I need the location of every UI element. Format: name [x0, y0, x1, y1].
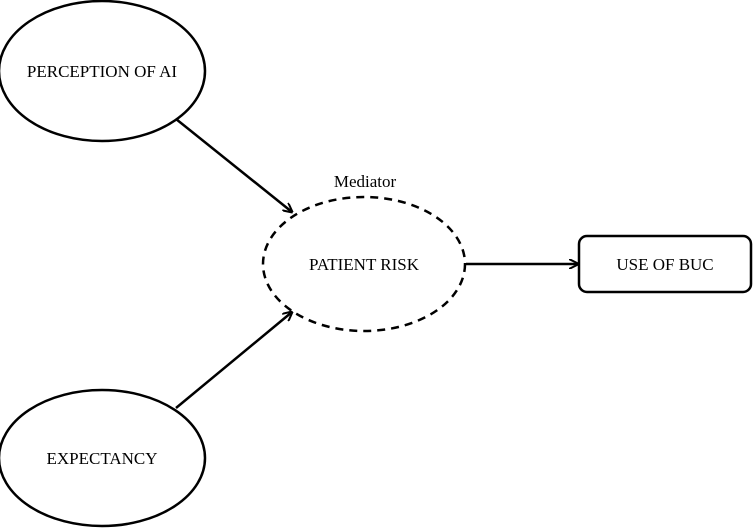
node-perception-of-ai-label: PERCEPTION OF AI	[27, 62, 178, 81]
node-patient-risk-shape	[261, 195, 467, 333]
node-expectancy-label: EXPECTANCY	[46, 449, 157, 468]
node-expectancy: EXPECTANCY	[0, 388, 207, 528]
edge-expectancy-to-patient-risk	[175, 312, 292, 409]
node-use-of-buc: USE OF BUC	[577, 234, 753, 294]
edge-perception-to-patient-risk	[175, 118, 292, 212]
node-use-of-buc-shape	[577, 234, 753, 294]
node-patient-risk: Mediator PATIENT RISK	[261, 172, 467, 333]
node-use-of-buc-label: USE OF BUC	[616, 255, 713, 274]
node-patient-risk-label: PATIENT RISK	[309, 255, 420, 274]
node-perception-of-ai: PERCEPTION OF AI	[0, 0, 207, 143]
node-perception-of-ai-shape	[0, 0, 207, 143]
node-expectancy-shape	[0, 388, 207, 528]
mediator-label: Mediator	[334, 172, 397, 191]
